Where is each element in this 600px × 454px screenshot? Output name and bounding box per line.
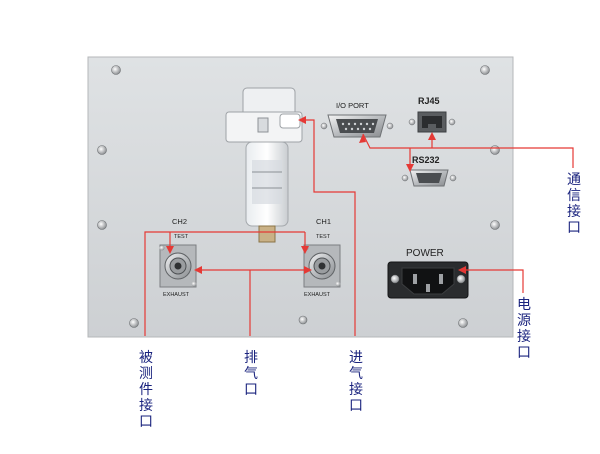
callout-communication: 通信接口	[567, 172, 581, 236]
arrow-icon	[406, 164, 414, 172]
screw-icon	[480, 65, 490, 75]
arrow-icon	[166, 246, 174, 254]
screw-icon	[458, 318, 468, 328]
arrow-icon	[301, 246, 309, 254]
screw-icon	[111, 65, 121, 75]
power-inlet	[387, 261, 469, 299]
ch2-exhaust-label: EXHAUST	[163, 292, 190, 298]
screw-icon	[97, 145, 107, 155]
arrow-icon	[458, 266, 466, 274]
ch1-connector	[303, 244, 341, 288]
leader-lines	[144, 119, 574, 336]
ch1-label: CH1	[316, 217, 331, 226]
ch1-test-label: TEST	[316, 234, 331, 240]
arrow-icon	[298, 116, 306, 124]
arrow-icon	[428, 132, 436, 140]
callout-power: 电源接口	[517, 297, 531, 361]
rj45-label: RJ45	[418, 96, 440, 106]
arrow-icon	[304, 266, 312, 274]
io-port	[320, 114, 394, 138]
screw-icon	[298, 315, 308, 325]
leader-inlet	[300, 119, 356, 336]
ch1-exhaust-label: EXHAUST	[304, 292, 331, 298]
rj45-port	[408, 111, 456, 133]
rs232-port	[401, 169, 457, 187]
io-port-label: I/O PORT	[336, 101, 369, 110]
power-label: POWER	[406, 248, 444, 259]
rs232-label: RS232	[412, 155, 440, 165]
ch2-test-label: TEST	[174, 234, 189, 240]
leader-power	[460, 269, 524, 293]
callout-exhaust: 排气口	[244, 350, 258, 398]
air-filter-regulator	[225, 87, 303, 243]
leader-test-port	[144, 231, 305, 336]
callout-inlet: 进气接口	[349, 350, 363, 414]
screw-icon	[490, 145, 500, 155]
arrowheads	[166, 116, 466, 274]
screw-icon	[97, 220, 107, 230]
ch2-connector	[159, 244, 197, 288]
leader-communication	[362, 133, 574, 168]
arrow-icon	[194, 266, 202, 274]
callout-test-port: 被测件接口	[139, 350, 153, 430]
arrow-icon	[359, 134, 366, 143]
screw-icon	[129, 318, 139, 328]
ch2-label: CH2	[172, 217, 187, 226]
screw-icon	[490, 220, 500, 230]
